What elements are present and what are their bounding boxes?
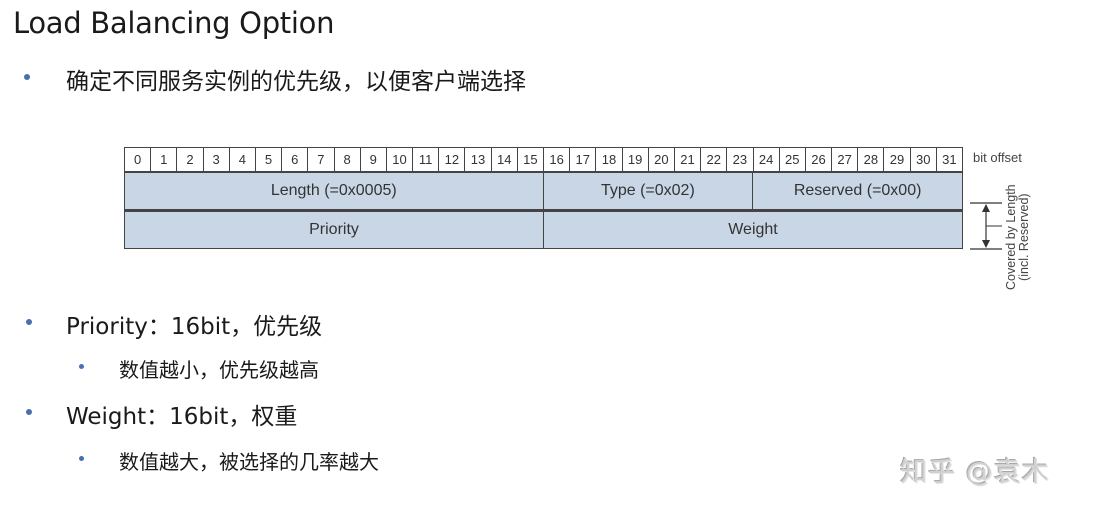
field-length: Length (=0x0005): [125, 173, 544, 209]
bit-offset: 13: [465, 148, 492, 171]
bit-offset: 6: [282, 148, 309, 171]
bullet-priority: Priority：16bit，优先级: [26, 307, 323, 341]
bit-offset: 15: [517, 148, 544, 171]
bit-offset: 17: [570, 148, 597, 171]
coverage-label: Covered by Length (incl. Reserved): [1004, 184, 1031, 290]
bit-offset: 5: [255, 148, 283, 171]
field-reserved: Reserved (=0x00): [793, 182, 922, 199]
bit-offset: 21: [674, 148, 702, 171]
bit-offset: 19: [622, 148, 649, 171]
field-row-2: Priority Weight: [124, 210, 963, 249]
bullet-dot-icon: [79, 456, 84, 461]
bullet-dot-icon: [26, 409, 32, 415]
option-format-diagram: 0 1 2 3 4 5 6 7 8 9 10 11 12 13 14 15 16…: [124, 147, 963, 249]
bit-offset: 25: [779, 148, 806, 171]
bit-offset: 29: [884, 148, 911, 171]
bullet-text: Priority：16bit，优先级: [66, 314, 323, 340]
length-coverage-bracket-icon: [970, 202, 1002, 250]
bit-offset: 2: [177, 148, 204, 171]
bit-offset: 30: [910, 148, 937, 171]
watermark: 知乎 @袁木: [900, 457, 1050, 488]
bit-offset: 7: [308, 148, 335, 171]
bit-offset: 14: [491, 148, 518, 171]
bit-offset: 24: [753, 148, 780, 171]
bit-offset-label: bit offset: [973, 150, 1022, 165]
bullet-dot-icon: [79, 364, 84, 369]
bit-offset: 1: [151, 148, 178, 171]
field-weight: Weight: [728, 221, 778, 238]
bullet-dot-icon: [24, 74, 30, 80]
bullet-text: 确定不同服务实例的优先级，以便客户端选择: [66, 69, 526, 95]
field-type: Type (=0x02): [544, 173, 754, 209]
sub-bullet-priority: 数值越小，优先级越高: [79, 354, 319, 383]
field-row-1: Length (=0x0005) Type (=0x02) Reserved (…: [124, 171, 963, 210]
bullet-text: 数值越大，被选择的几率越大: [119, 450, 379, 474]
bullet-dot-icon: [26, 319, 32, 325]
bit-offset: 22: [701, 148, 728, 171]
bit-offset: 0: [125, 148, 152, 171]
bit-offset: 10: [386, 148, 414, 171]
field-priority: Priority: [125, 212, 544, 248]
slide-title: Load Balancing Option: [13, 6, 335, 40]
bullet-purpose: 确定不同服务实例的优先级，以便客户端选择: [24, 62, 526, 96]
bit-offset: 12: [439, 148, 466, 171]
bullet-weight: Weight：16bit，权重: [26, 397, 298, 431]
bit-offset: 20: [648, 148, 675, 171]
bit-offset: 26: [805, 148, 833, 171]
bit-offset: 11: [413, 148, 440, 171]
bit-offset: 16: [544, 148, 571, 171]
bit-offset: 8: [334, 148, 361, 171]
bit-offset: 31: [936, 148, 962, 171]
sub-bullet-weight: 数值越大，被选择的几率越大: [79, 446, 379, 475]
bit-offset: 23: [727, 148, 754, 171]
coverage-label-line2: (incl. Reserved): [1017, 193, 1031, 281]
bit-offset: 18: [596, 148, 623, 171]
bit-offset: 3: [203, 148, 230, 171]
bit-offset: 27: [832, 148, 859, 171]
bit-offset: 28: [858, 148, 885, 171]
bit-offset: 4: [229, 148, 256, 171]
bullet-text: Weight：16bit，权重: [66, 404, 298, 430]
bit-offset-row: 0 1 2 3 4 5 6 7 8 9 10 11 12 13 14 15 16…: [124, 147, 963, 171]
bit-offset: 9: [360, 148, 387, 171]
bullet-text: 数值越小，优先级越高: [119, 358, 319, 382]
